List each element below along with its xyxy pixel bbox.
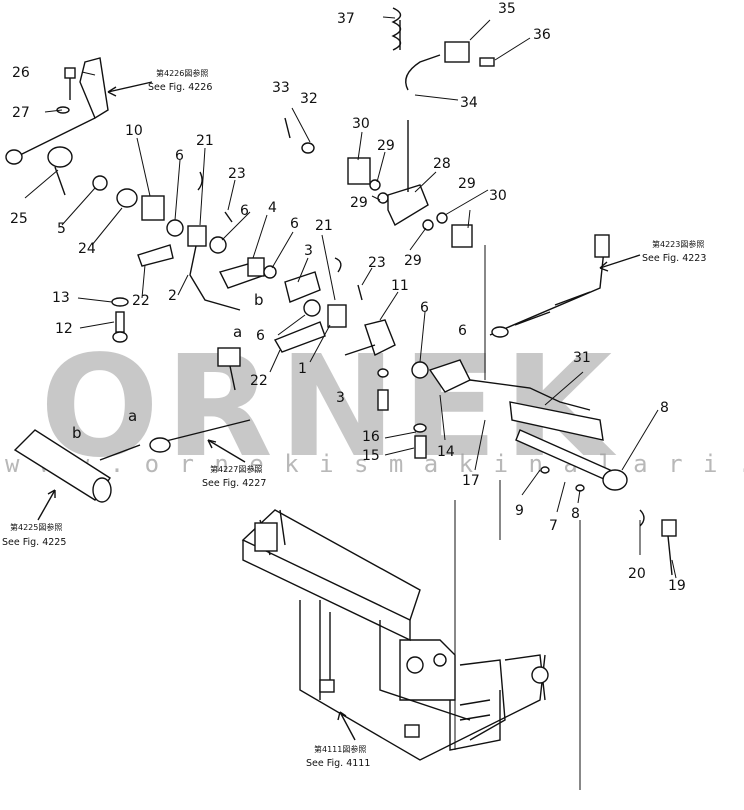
callout-22a: 22 [132,293,150,309]
callout-32: 32 [300,91,318,107]
callout-11: 11 [391,278,409,294]
callout-6e: 6 [256,328,265,344]
callout-25: 25 [10,211,28,227]
callout-31: 31 [573,350,591,366]
callout-36: 36 [533,27,551,43]
figure-references: 第4226図参照 See Fig. 4226 第4223図参照 See Fig.… [2,68,706,769]
callout-1: 1 [298,361,307,377]
callouts: 37 35 36 34 26 27 25 5 24 10 6 21 23 6 4… [10,1,686,594]
callout-5: 5 [57,221,66,237]
callout-26: 26 [12,65,30,81]
callout-20: 20 [628,566,646,582]
callout-2: 2 [168,288,177,304]
callout-29a: 29 [377,138,395,154]
label-a1: a [233,323,242,341]
callout-29c: 29 [458,176,476,192]
callout-6f: 6 [458,323,467,339]
callout-37: 37 [337,11,355,27]
callout-21b: 21 [315,218,333,234]
ref-4226-en: See Fig. 4226 [148,82,212,93]
ref-4225-jp: 第4225図参照 [10,522,62,532]
ref-4227-en: See Fig. 4227 [202,478,266,489]
callout-leaders [24,16,677,579]
callout-24: 24 [78,241,96,257]
callout-8b: 8 [571,506,580,522]
reference-arrows [37,81,641,741]
label-a2: a [128,407,137,425]
label-b1: b [254,291,264,309]
callout-33: 33 [272,80,290,96]
callout-6a: 6 [175,148,184,164]
callout-10: 10 [125,123,143,139]
ref-4111-en: See Fig. 4111 [306,758,370,769]
callout-6d: 6 [420,300,429,316]
ref-4111-jp: 第4111図参照 [314,744,366,754]
ref-4226-jp: 第4226図参照 [156,68,208,78]
callout-27: 27 [12,105,30,121]
callout-3: 3 [304,243,313,259]
ref-4223-en: See Fig. 4223 [642,253,706,264]
callout-8a: 8 [660,400,669,416]
callout-19: 19 [668,578,686,594]
callout-14: 14 [437,444,455,460]
callout-9: 9 [515,503,524,519]
callout-29d: 29 [404,253,422,269]
callout-7: 7 [549,518,558,534]
callout-6c: 6 [290,216,299,232]
callout-30b: 30 [489,188,507,204]
callout-15: 15 [362,448,380,464]
callout-16: 16 [362,429,380,445]
label-b2: b [72,424,82,442]
callout-22b: 22 [250,373,268,389]
callout-34: 34 [460,95,478,111]
ref-4227-jp: 第4227図参照 [210,464,262,474]
callout-13: 13 [52,290,70,306]
callout-28: 28 [433,156,451,172]
callout-23a: 23 [228,166,246,182]
callout-30a: 30 [352,116,370,132]
callout-4: 4 [268,200,277,216]
callout-12: 12 [55,321,73,337]
callout-3b: 3 [336,390,345,406]
ref-4223-jp: 第4223図参照 [652,239,704,249]
callout-35: 35 [498,1,516,17]
callout-6b: 6 [240,203,249,219]
ref-4225-en: See Fig. 4225 [2,537,66,548]
callout-29b: 29 [350,195,368,211]
callout-23b: 23 [368,255,386,271]
frame-assembly [241,245,581,790]
parts [5,7,677,576]
callout-17: 17 [462,473,480,489]
callout-21a: 21 [196,133,214,149]
